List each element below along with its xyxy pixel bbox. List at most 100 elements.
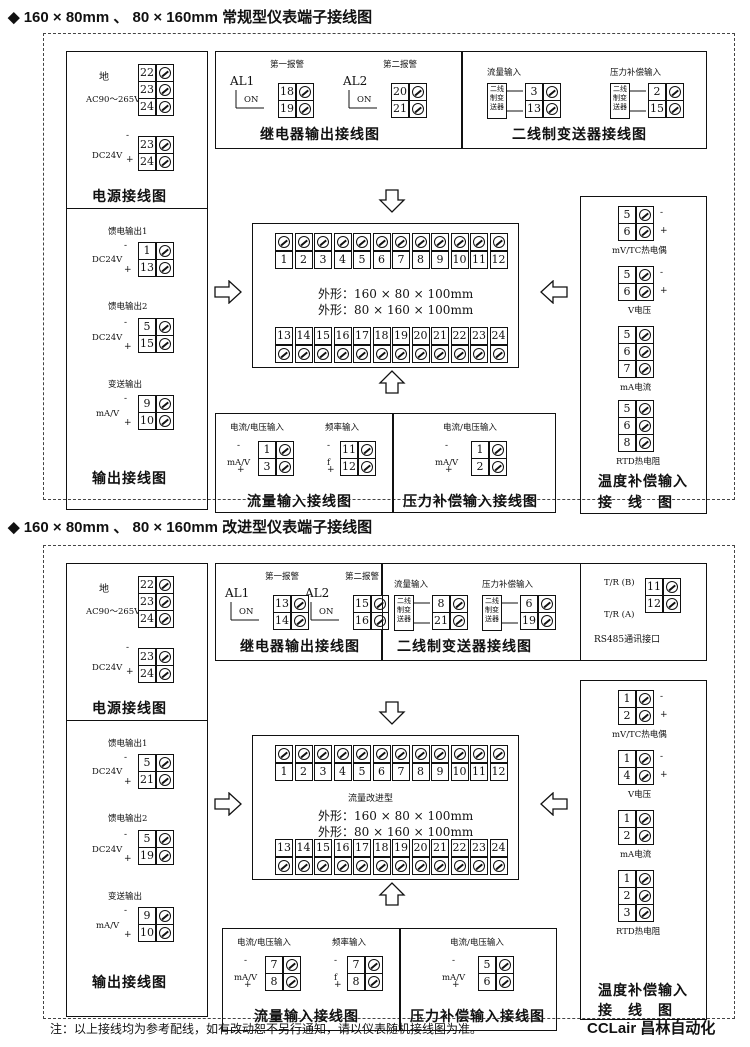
polarity-mark: + xyxy=(660,226,668,236)
terminal-number: 8 xyxy=(411,251,430,269)
terminal-screw-icon xyxy=(294,745,313,763)
terminal-number: 24 xyxy=(138,153,156,171)
terminal-screw-icon xyxy=(294,233,313,251)
terminal-number: 10 xyxy=(450,763,469,781)
polarity-mark: + xyxy=(237,465,245,475)
terminal-number: 6 xyxy=(618,343,636,361)
label: mA/V xyxy=(435,458,459,468)
terminal-screw-icon xyxy=(156,242,174,260)
terminal-screw-icon xyxy=(294,345,313,363)
arrow-right-icon xyxy=(214,792,242,816)
terminal-number: 23 xyxy=(470,839,488,857)
dc-label: DC24V xyxy=(92,151,123,161)
terminal-number: 1 xyxy=(138,242,156,260)
terminal-number: 8 xyxy=(411,763,430,781)
terminal-number: 5 xyxy=(618,326,636,344)
dim2: 外形：80 × 160 × 100mm xyxy=(318,825,474,839)
terminal-screw-icon xyxy=(156,830,174,848)
terminal-number: 5 xyxy=(618,206,636,224)
terminal-screw-icon xyxy=(663,595,681,613)
terminal-screw-icon xyxy=(156,593,174,611)
label: T/R (A) xyxy=(604,610,635,620)
wire-line xyxy=(348,90,350,108)
terminal-screw-icon xyxy=(636,870,654,888)
terminal-screw-icon xyxy=(450,612,468,630)
flow-input-panel xyxy=(222,928,400,1031)
section-frame xyxy=(43,33,735,500)
polarity-mark: - xyxy=(660,752,664,762)
label: mA/V xyxy=(442,973,466,983)
wire-line xyxy=(507,110,523,112)
terminal-screw-icon xyxy=(296,83,314,101)
terminal-number: 22 xyxy=(450,839,469,857)
terminal-screw-icon xyxy=(372,857,391,875)
terminal-number: 13 xyxy=(138,259,156,277)
terminal-number: 21 xyxy=(431,327,449,345)
terminal-screw-icon xyxy=(314,857,332,875)
polarity-mark: - xyxy=(124,753,128,763)
polarity-mark: - xyxy=(126,643,130,653)
ma-label: mA电流 xyxy=(620,383,652,393)
arrow-down-icon xyxy=(378,701,406,725)
terminal-screw-icon xyxy=(636,690,654,708)
terminal-number: 16 xyxy=(353,612,371,630)
terminal-screw-icon xyxy=(431,233,449,251)
terminal-screw-icon xyxy=(450,233,469,251)
label: DC24V xyxy=(92,333,123,343)
al1-label: AL1 xyxy=(225,586,250,600)
label: f xyxy=(327,458,331,468)
terminal-number: 15 xyxy=(314,839,332,857)
label: mA/V xyxy=(96,409,120,419)
label: 流量输入 xyxy=(487,68,522,78)
terminal-number: 1 xyxy=(618,690,636,708)
terminal-screw-icon xyxy=(156,81,174,99)
section-title-standard: ◆ 160 × 80mm 、 80 × 160mm 常规型仪表端子接线图 xyxy=(8,9,373,26)
terminal-number: 3 xyxy=(314,251,332,269)
label: 频率输入 xyxy=(332,938,367,948)
terminal-screw-icon xyxy=(392,745,410,763)
polarity-mark: + xyxy=(327,465,335,475)
terminal-number: 7 xyxy=(347,956,365,974)
terminal-screw-icon xyxy=(470,857,488,875)
polarity-mark: - xyxy=(124,318,128,328)
rtd-label: RTD热电阻 xyxy=(616,927,661,937)
temp-panel xyxy=(580,680,707,1020)
terminal-number: 18 xyxy=(372,327,391,345)
terminal-screw-icon xyxy=(333,345,352,363)
terminal-screw-icon xyxy=(294,857,313,875)
terminal-number: 9 xyxy=(138,395,156,413)
terminal-number: 6 xyxy=(618,283,636,301)
terminal-number: 10 xyxy=(138,412,156,430)
polarity-mark: + xyxy=(660,286,668,296)
terminal-screw-icon xyxy=(431,857,449,875)
terminal-screw-icon xyxy=(636,887,654,905)
terminal-screw-icon xyxy=(636,750,654,768)
terminal-number: 14 xyxy=(273,612,291,630)
label: 电流/电压输入 xyxy=(230,423,284,433)
terminal-number: 23 xyxy=(470,327,488,345)
terminal-screw-icon xyxy=(291,595,309,613)
arrow-down-icon xyxy=(378,189,406,213)
label: 电流/电压输入 xyxy=(450,938,504,948)
wire-line xyxy=(414,622,430,624)
terminal-number: 8 xyxy=(432,595,450,613)
terminal-number: 9 xyxy=(431,763,449,781)
terminal-screw-icon xyxy=(156,771,174,789)
terminal-number: 3 xyxy=(525,83,543,101)
terminal-screw-icon xyxy=(409,83,427,101)
terminal-number: 5 xyxy=(618,266,636,284)
terminal-number: 19 xyxy=(392,327,410,345)
terminal-number: 8 xyxy=(618,434,636,452)
terminal-screw-icon xyxy=(538,595,556,613)
terminal-number: 10 xyxy=(450,251,469,269)
polarity-mark: + xyxy=(244,980,252,990)
temp-panel xyxy=(580,196,707,514)
terminal-number: 2 xyxy=(648,83,666,101)
polarity-mark: - xyxy=(660,268,664,278)
terminal-screw-icon xyxy=(636,326,654,344)
terminal-number: 24 xyxy=(489,839,508,857)
polarity-mark: + xyxy=(124,418,132,428)
terminal-screw-icon xyxy=(372,345,391,363)
terminal-screw-icon xyxy=(636,400,654,418)
relay-panel xyxy=(215,51,462,149)
